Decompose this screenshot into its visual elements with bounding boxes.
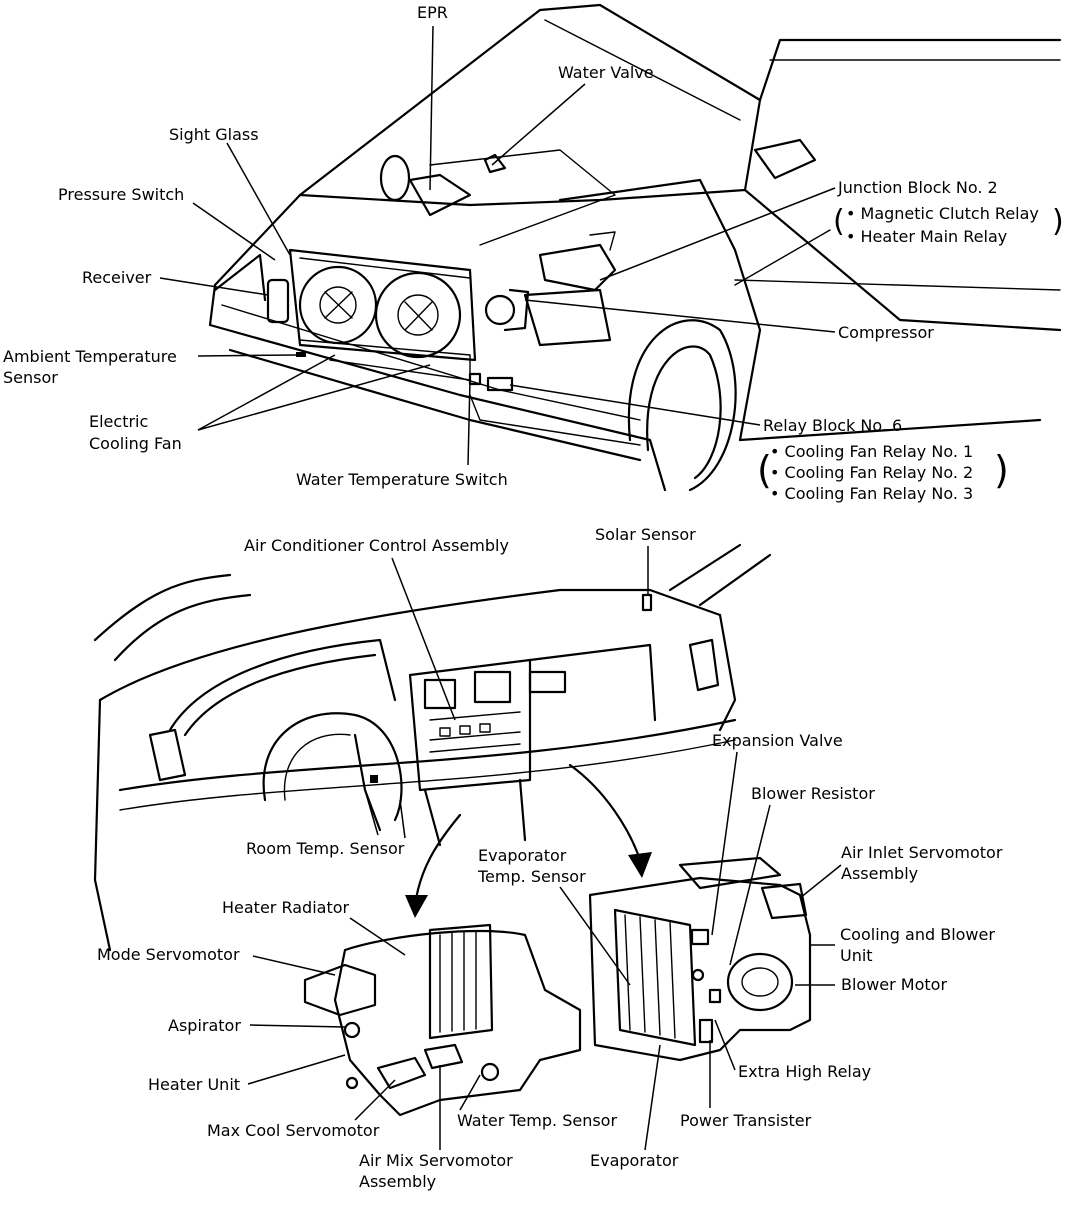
relay-bracket-right: ) [994,448,1009,492]
label-water-valve: Water Valve [558,63,654,82]
label-ambient-temperature-sensor-line2: Sensor [3,368,58,387]
relay-bracket-left: ( [757,448,772,492]
label-compressor: Compressor [838,323,934,342]
label-blower-motor: Blower Motor [841,975,948,994]
heater-unit-illustration [303,923,582,1117]
label-junction-item-2: • Heater Main Relay [846,227,1008,246]
label-electric-cooling-fan-line2: Cooling Fan [89,434,182,453]
engine-leader-lines [159,25,836,466]
label-water-temp-sensor: Water Temp. Sensor [457,1111,618,1130]
label-cooling-blower-unit-line1: Cooling and Blower [840,925,995,944]
junction-bracket-right: ) [1052,204,1064,239]
label-evaporator: Evaporator [590,1151,679,1170]
label-water-temperature-switch: Water Temperature Switch [296,470,508,489]
label-heater-radiator: Heater Radiator [222,898,350,917]
label-air-inlet-servomotor-line1: Air Inlet Servomotor [841,843,1003,862]
label-evaporator-temp-sensor-line1: Evaporator [478,846,567,865]
dashboard-illustration [93,543,772,952]
label-solar-sensor: Solar Sensor [595,525,696,544]
label-pressure-switch: Pressure Switch [58,185,185,204]
label-relay-item-3: • Cooling Fan Relay No. 3 [770,484,974,503]
label-aspirator: Aspirator [168,1016,241,1035]
label-cooling-blower-unit-line2: Unit [840,946,873,965]
label-electric-cooling-fan-line1: Electric [89,412,149,431]
label-air-mix-servomotor-line1: Air Mix Servomotor [359,1151,513,1170]
junction-bracket-left: ( [833,204,845,239]
label-ambient-temperature-sensor-line1: Ambient Temperature [3,347,177,366]
label-room-temp-sensor: Room Temp. Sensor [246,839,405,858]
label-air-inlet-servomotor-line2: Assembly [841,864,919,883]
label-heater-unit: Heater Unit [148,1075,241,1094]
label-relay-item-1: • Cooling Fan Relay No. 1 [770,442,974,461]
label-junction-block: Junction Block No. 2 [838,178,998,197]
label-evaporator-temp-sensor-line2: Temp. Sensor [478,867,586,886]
label-junction-item-1: • Magnetic Clutch Relay [846,204,1039,223]
label-power-transister: Power Transister [680,1111,812,1130]
label-max-cool-servomotor: Max Cool Servomotor [207,1121,380,1140]
blower-unit-illustration [588,856,812,1062]
label-receiver: Receiver [82,268,152,287]
label-ac-control-assembly: Air Conditioner Control Assembly [244,536,509,555]
label-extra-high-relay: Extra High Relay [738,1062,872,1081]
label-sight-glass: Sight Glass [169,125,259,144]
label-expansion-valve: Expansion Valve [712,731,843,750]
label-blower-resistor: Blower Resistor [751,784,875,803]
label-air-mix-servomotor-line2: Assembly [359,1172,437,1191]
label-epr: EPR [417,3,448,22]
label-relay-item-2: • Cooling Fan Relay No. 2 [770,463,974,482]
label-relay-block: Relay Block No. 6 [763,416,903,435]
label-mode-servomotor: Mode Servomotor [97,945,240,964]
dash-leader-lines [247,546,842,1151]
car-front-illustration [208,3,1062,492]
